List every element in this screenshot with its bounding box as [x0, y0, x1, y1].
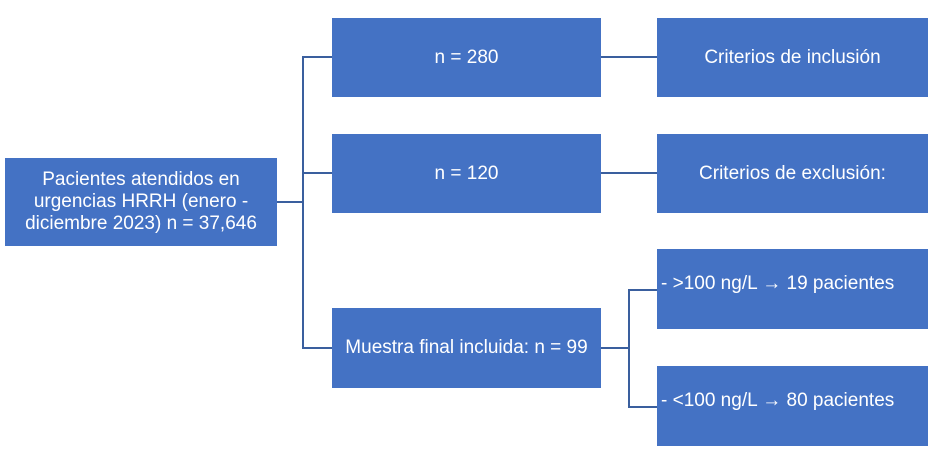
- connector-final: [601, 347, 630, 349]
- root-box: Pacientes atendidos en urgencias HRRH (e…: [5, 158, 277, 246]
- connector-high: [628, 289, 657, 291]
- connector-exclusion: [601, 172, 657, 174]
- connector-low: [628, 406, 657, 408]
- connector-trunk: [302, 56, 304, 349]
- branch-box-280: n = 280: [332, 18, 601, 97]
- subgroup-low-box: - <100 ng/L → 80 pacientes: [657, 366, 928, 446]
- connector-root: [277, 201, 304, 203]
- connector-bracket: [628, 289, 630, 408]
- connector-b3: [302, 347, 332, 349]
- connector-inclusion: [601, 56, 657, 58]
- final-sample-box: Muestra final incluida: n = 99: [332, 308, 601, 388]
- exclusion-criteria-box: Criterios de exclusión:: [657, 134, 928, 213]
- connector-b2: [302, 172, 332, 174]
- inclusion-criteria-box: Criterios de inclusión: [657, 18, 928, 97]
- subgroup-high-box: - >100 ng/L → 19 pacientes: [657, 249, 928, 329]
- connector-b1: [302, 56, 332, 58]
- branch-box-120: n = 120: [332, 134, 601, 213]
